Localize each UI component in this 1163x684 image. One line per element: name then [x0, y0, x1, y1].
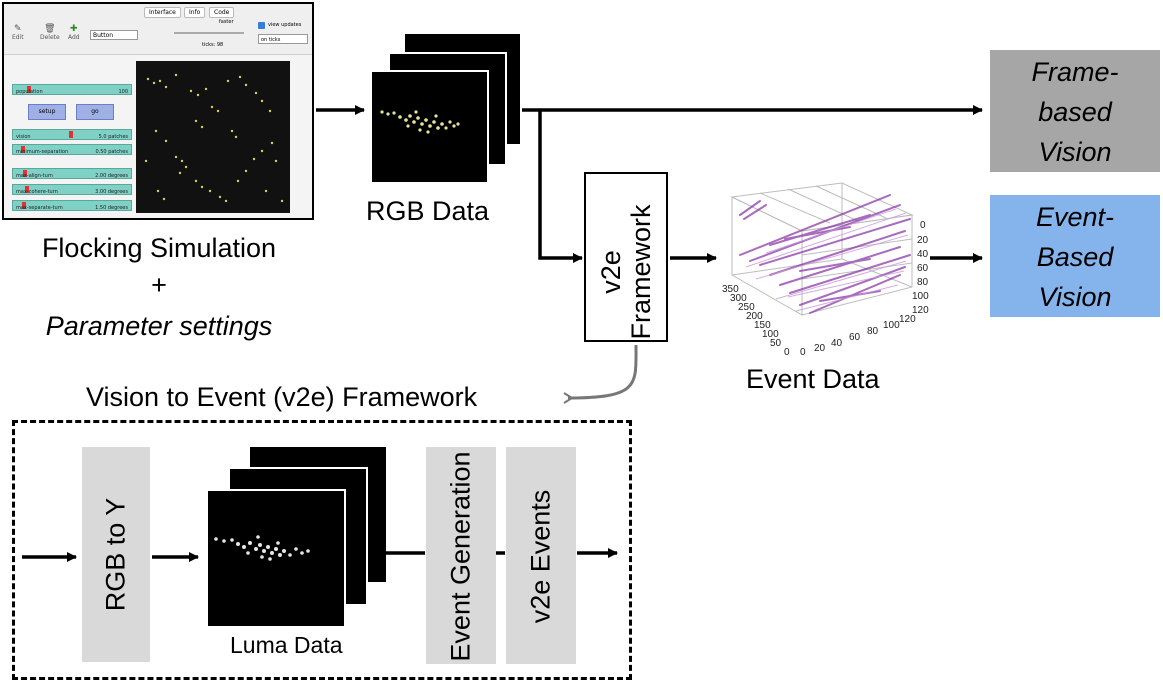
view-updates-label: view updates	[268, 22, 302, 28]
update-mode-value: on ticks	[261, 37, 281, 43]
delete-tool[interactable]: 🗑 Delete	[40, 24, 60, 41]
slider-population[interactable]: population 100	[12, 84, 132, 95]
slider-population-value: 100	[118, 89, 128, 95]
z-tick: 20	[917, 235, 929, 246]
slider-minimum-separation-value: 0.50 patches	[95, 149, 128, 155]
x-tick: 100	[883, 320, 900, 331]
flock-cluster-rgb	[380, 110, 460, 134]
trash-icon: 🗑	[44, 24, 56, 34]
frame-based-vision-box: Frame- based Vision	[990, 50, 1160, 172]
tab-interface[interactable]: Interface	[144, 7, 181, 18]
widget-select[interactable]: Button	[90, 30, 138, 40]
luma-data-label: Luma Data	[230, 632, 343, 658]
frame-based-line2: based	[1038, 97, 1112, 127]
slider-vision-label: vision	[16, 134, 31, 140]
edit-tool-label: Edit	[12, 34, 24, 41]
y-tick: 250	[738, 302, 755, 313]
pipeline-box	[12, 420, 632, 680]
tab-code[interactable]: Code	[209, 7, 235, 18]
simulation-world-view	[136, 61, 290, 213]
flock-cluster-luma	[214, 535, 310, 561]
event-based-line1: Event-	[1035, 202, 1115, 232]
z-tick: 0	[920, 220, 926, 231]
event-based-vision-box: Event- Based Vision	[990, 195, 1160, 317]
slider-max-align-turn[interactable]: max-align-turn 2.00 degrees	[12, 168, 132, 179]
rgb-frame-front	[370, 70, 489, 184]
rgb-to-y-box: RGB to Y	[82, 447, 150, 662]
frame-based-line3: Vision	[1038, 137, 1112, 167]
slider-max-separate-turn-label: max-separate-turn	[16, 205, 63, 211]
simulation-subtitle: Parameter settings	[45, 311, 273, 341]
add-tool[interactable]: ✚ Add	[68, 24, 80, 41]
ticks-readout: ticks: 98	[202, 42, 224, 48]
v2e-framework-box: v2e Framework	[584, 172, 668, 342]
slider-max-separate-turn[interactable]: max-separate-turn 1.50 degrees	[12, 200, 132, 211]
y-tick: 300	[730, 293, 747, 304]
widget-select-value: Button	[93, 32, 114, 39]
y-tick: 50	[770, 338, 782, 349]
v2e-label-line2: Framework	[626, 204, 656, 340]
simulation-title: Flocking Simulation	[41, 233, 277, 263]
x-tick: 120	[899, 314, 916, 325]
v2e-label-line1: v2e	[596, 250, 626, 294]
z-tick: 40	[917, 249, 929, 260]
speed-label: faster	[219, 19, 234, 25]
slider-max-cohere-turn-label: max-cohere-turn	[16, 189, 58, 195]
y-tick: 100	[762, 329, 779, 340]
x-tick: 40	[831, 338, 843, 349]
rgb-data-label: RGB Data	[366, 196, 490, 226]
y-tick: 200	[746, 311, 763, 322]
x-tick: 60	[849, 332, 861, 343]
event-generation-box: Event Generation	[426, 447, 496, 664]
v2e-events-label: v2e Events	[525, 489, 556, 624]
x-tick: 20	[814, 343, 826, 354]
view-updates-checkbox[interactable]	[258, 22, 265, 29]
y-tick: 0	[784, 347, 790, 358]
z-tick: 80	[917, 277, 929, 288]
event-based-line3: Vision	[1038, 282, 1112, 312]
event-data-3d-plot: 0 20 40 60 80 100 120 0 20 40 60 80 100 …	[722, 182, 929, 358]
pencil-icon: ✎	[14, 24, 22, 34]
v2e-events-box: v2e Events	[506, 447, 576, 664]
update-mode-select[interactable]: on ticks	[258, 34, 308, 44]
v2e-framework-label: v2e Framework	[596, 187, 656, 357]
tab-info[interactable]: Info	[184, 7, 206, 18]
slider-minimum-separation[interactable]: minimum-separation 0.50 patches	[12, 144, 132, 155]
delete-tool-label: Delete	[40, 34, 60, 41]
slider-max-cohere-turn[interactable]: max-cohere-turn 3.00 degrees	[12, 184, 132, 195]
event-generation-label: Event Generation	[445, 451, 476, 662]
y-tick: 350	[722, 284, 739, 295]
edit-tool[interactable]: ✎ Edit	[12, 24, 24, 41]
y-tick: 150	[754, 320, 771, 331]
setup-button[interactable]: setup	[28, 104, 66, 120]
x-tick: 80	[867, 326, 879, 337]
boid-dots	[144, 73, 284, 203]
event-based-line2: Based	[1036, 242, 1114, 272]
flocking-simulation-screenshot: Interface Info Code ✎ Edit 🗑 Delete ✚ Ad…	[2, 2, 314, 220]
simulation-plus: +	[151, 270, 167, 300]
slider-max-cohere-turn-value: 3.00 degrees	[95, 189, 128, 195]
slider-vision[interactable]: vision 5.0 patches	[12, 129, 132, 140]
add-tool-label: Add	[68, 34, 80, 41]
z-tick: 60	[917, 263, 929, 274]
slider-max-align-turn-label: max-align-turn	[16, 173, 53, 179]
speed-slider[interactable]	[174, 32, 244, 34]
z-tick: 100	[912, 291, 929, 302]
z-tick: 120	[912, 305, 929, 316]
go-button[interactable]: go	[76, 104, 114, 120]
slider-max-align-turn-value: 2.00 degrees	[95, 173, 128, 179]
frame-based-line1: Frame-	[1031, 57, 1119, 87]
slider-vision-value: 5.0 patches	[98, 134, 128, 140]
slider-max-separate-turn-value: 1.50 degrees	[95, 205, 128, 211]
pipeline-title: Vision to Event (v2e) Framework	[86, 382, 478, 412]
plus-icon: ✚	[70, 24, 78, 34]
event-data-label: Event Data	[746, 364, 880, 394]
luma-frame-front	[206, 489, 346, 628]
simulation-toolbar: Interface Info Code ✎ Edit 🗑 Delete ✚ Ad…	[4, 4, 312, 55]
x-tick: 0	[800, 347, 806, 358]
rgb-to-y-label: RGB to Y	[100, 497, 131, 612]
slider-minimum-separation-label: minimum-separation	[16, 149, 69, 155]
slider-population-label: population	[16, 89, 43, 95]
